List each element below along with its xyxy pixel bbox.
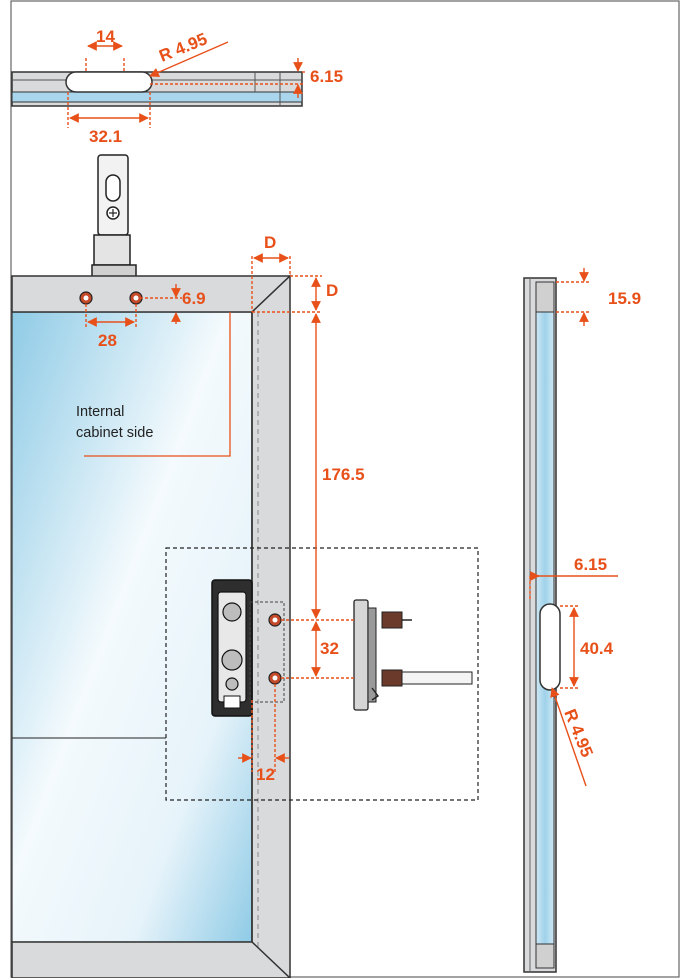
internal-side-annotation: Internal cabinet side [76,312,231,457]
dim-hole-spacing: 32 [320,639,339,658]
dim-hinge-offset: 6.9 [182,289,206,308]
dim-top-slot-width: 14 [96,27,115,46]
dim-vertical-distance: 176.5 [322,465,365,484]
dim-side-slot-radius: R 4.95 [560,706,596,760]
detail-box [165,547,479,801]
dim-top-slot-length: 32.1 [89,127,122,146]
dim-side-top-offset: 15.9 [608,289,641,308]
latch-mechanism [211,579,285,717]
top-slot [65,71,153,93]
dim-hinge-spacing: 28 [98,331,117,350]
dim-side-slot-offset: 6.15 [574,555,607,574]
side-slot [539,603,561,691]
latch-side-view [353,599,473,711]
internal-side-label-2: cabinet side [76,425,153,441]
dim-side-slot-length: 40.4 [580,639,614,658]
dim-top-slot-radius: R 4.95 [156,29,210,65]
dimension-lines [67,41,618,787]
top-profile [11,71,303,107]
dim-frame-width-h: D [264,233,276,252]
dim-top-slot-offset: 6.15 [310,67,343,86]
side-profile [523,277,561,973]
page-border [10,0,680,978]
dim-hole-offset: 12 [256,765,275,784]
dim-frame-width-v: D [326,281,338,300]
internal-side-label-1: Internal [76,404,124,420]
